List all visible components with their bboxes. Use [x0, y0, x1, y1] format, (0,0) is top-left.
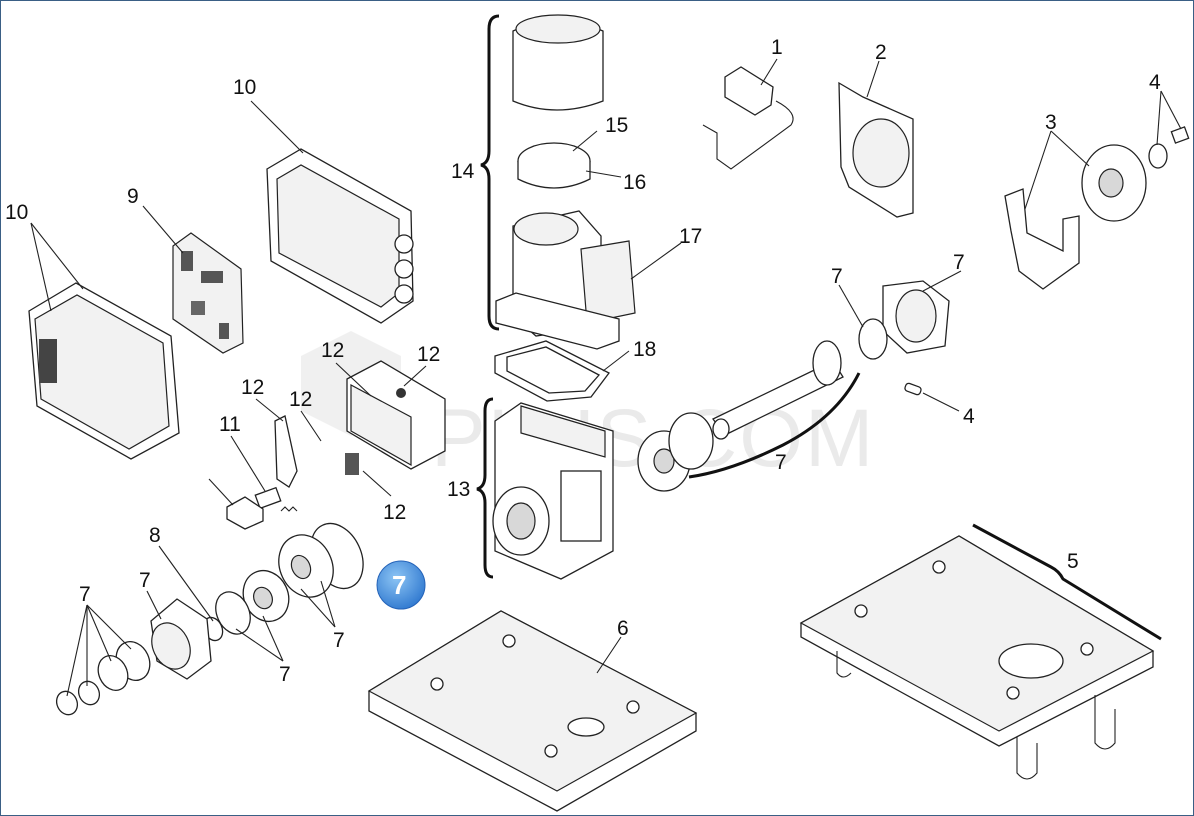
- callout-12-d: 12: [241, 376, 264, 399]
- callout-15: 15: [605, 114, 628, 137]
- callout-labels: 1 2 3 4 4 5 6 7 7 7 7 7 7 7 7 8 9 10 10 …: [5, 36, 1161, 686]
- gasket-part-18[interactable]: [494, 340, 630, 402]
- callout-7-shaft: 7: [775, 451, 787, 474]
- bracket-part-12[interactable]: [300, 360, 446, 497]
- callout-4-top: 4: [1149, 71, 1161, 94]
- gear-part-3[interactable]: [1004, 130, 1147, 290]
- callout-17: 17: [679, 225, 702, 248]
- cover-plate-part[interactable]: [28, 222, 180, 460]
- brace-13: [476, 397, 494, 579]
- callout-7-left-a: 7: [79, 583, 91, 606]
- foundation-plate-part-5[interactable]: [799, 523, 1162, 780]
- plate-part-2-left[interactable]: [208, 478, 264, 530]
- callout-18: 18: [633, 338, 656, 361]
- callout-5: 5: [1067, 550, 1079, 573]
- callout-8: 8: [149, 524, 161, 547]
- callout-13: 13: [447, 478, 470, 501]
- key-part-4[interactable]: [904, 382, 960, 412]
- callout-10-plate: 10: [5, 201, 28, 224]
- callout-7-ring: 7: [831, 265, 843, 288]
- callout-4-key: 4: [963, 405, 975, 428]
- callout-6: 6: [617, 617, 629, 640]
- washer-bolt-part-4[interactable]: [1148, 90, 1190, 169]
- base-plate-part-6[interactable]: [367, 610, 698, 812]
- callout-10-box: 10: [233, 76, 256, 99]
- callout-12-c: 12: [289, 388, 312, 411]
- callout-11: 11: [219, 413, 241, 436]
- bearing-group-left[interactable]: [53, 515, 373, 718]
- callout-12-b: 12: [417, 343, 440, 366]
- callout-12-a: 12: [321, 339, 344, 362]
- motor-assembly[interactable]: [495, 14, 682, 350]
- brace-14: [480, 14, 500, 331]
- callout-3: 3: [1045, 111, 1057, 134]
- callout-7-left-d: 7: [333, 629, 345, 652]
- callout-12-e: 12: [383, 501, 406, 524]
- callout-7-left-b: 7: [139, 569, 151, 592]
- bracket-part-12b[interactable]: [255, 398, 298, 488]
- callout-7-left-c: 7: [279, 663, 291, 686]
- gearbox-part-13[interactable]: [492, 402, 614, 580]
- sensor-part-1[interactable]: [702, 58, 794, 170]
- mounting-plate-part-2[interactable]: [838, 60, 914, 218]
- callout-1: 1: [771, 36, 783, 59]
- circuit-board-part[interactable]: [142, 205, 244, 354]
- highlight-badge[interactable]: 7: [376, 560, 426, 610]
- control-box-part[interactable]: [250, 100, 414, 324]
- callout-7-bearing: 7: [953, 251, 965, 274]
- callout-16: 16: [623, 171, 646, 194]
- callout-9: 9: [127, 185, 139, 208]
- callout-14: 14: [451, 160, 475, 183]
- drive-shaft-part-7[interactable]: [637, 270, 962, 492]
- switch-part-11[interactable]: [230, 435, 298, 512]
- highlight-badge-label: 7: [392, 570, 406, 600]
- callout-2-top: 2: [875, 41, 887, 64]
